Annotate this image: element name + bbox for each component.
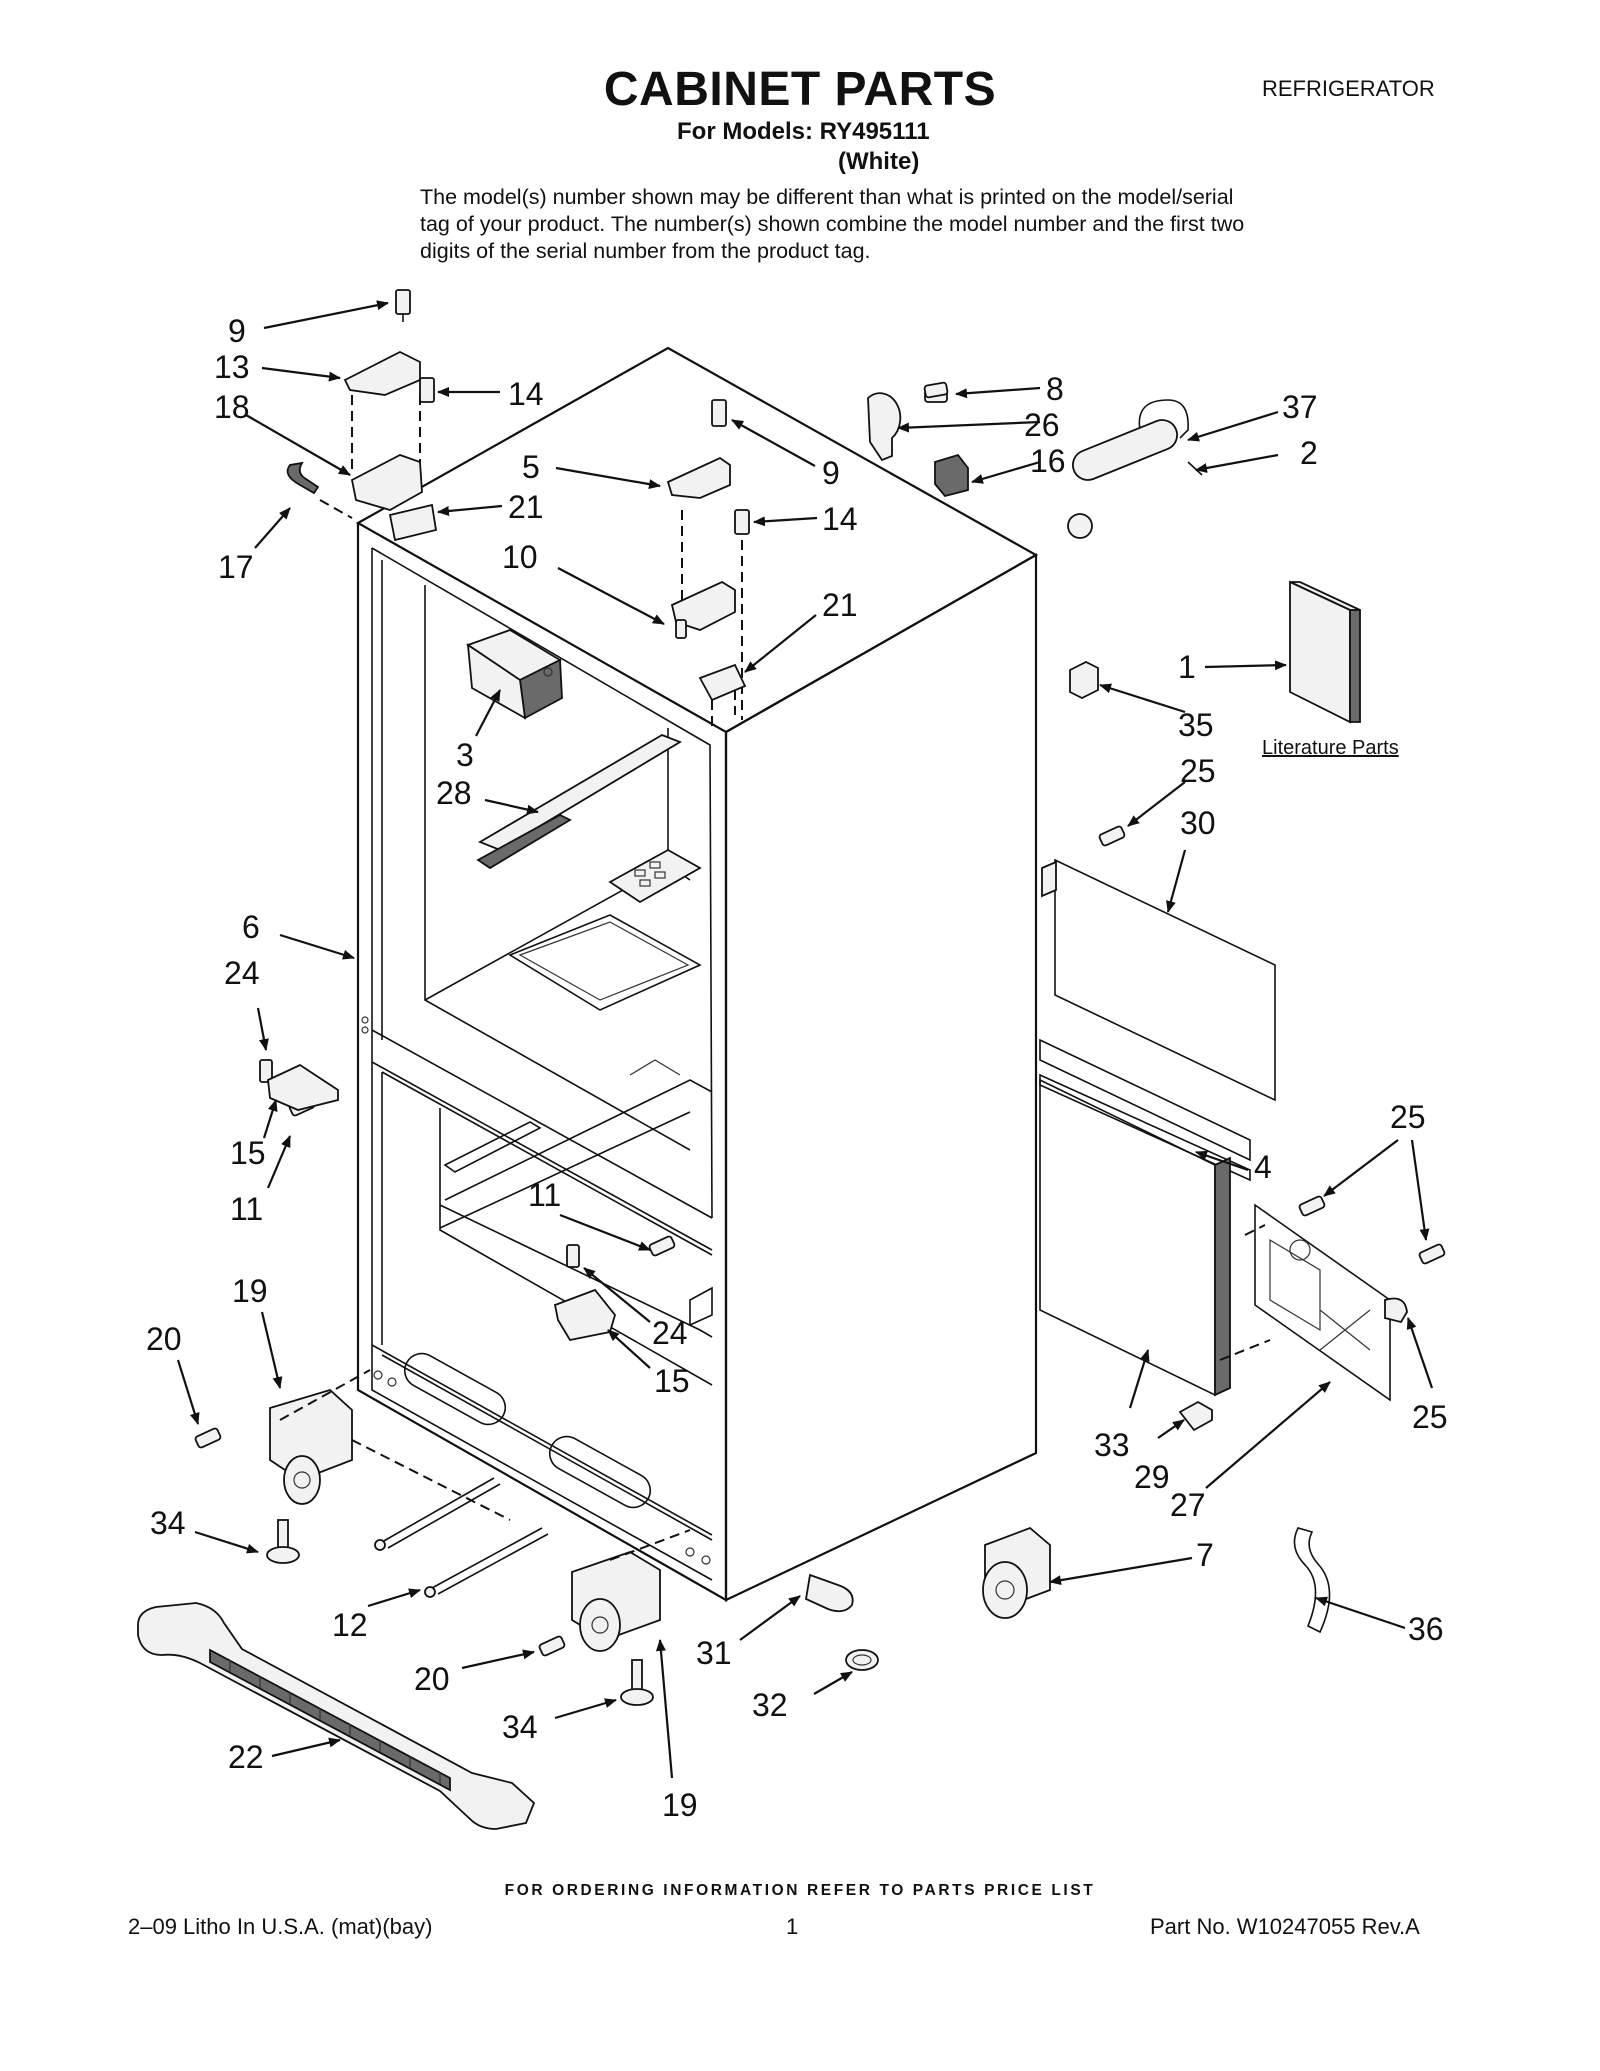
callout-19: 19 xyxy=(232,1273,268,1309)
callout-17: 17 xyxy=(218,549,254,585)
cabinet-body xyxy=(355,346,1039,1602)
callout-18: 18 xyxy=(214,389,250,425)
color-line: (White) xyxy=(838,148,920,175)
callout-15: 15 xyxy=(654,1363,690,1399)
callout-33: 33 xyxy=(1094,1427,1130,1463)
base-grille xyxy=(137,1602,536,1830)
leader-arrows xyxy=(176,300,1434,1779)
litho-info: 2–09 Litho In U.S.A. (mat)(bay) xyxy=(128,1914,433,1939)
callout-14: 14 xyxy=(508,376,544,412)
callout-3: 3 xyxy=(456,737,474,773)
callout-5: 5 xyxy=(522,449,540,485)
clip-35 xyxy=(1069,660,1099,700)
callout-7: 7 xyxy=(1196,1537,1214,1573)
callout-13: 13 xyxy=(214,349,250,385)
literature-booklet xyxy=(1289,580,1361,724)
clamp-grommet-tube xyxy=(804,1527,1331,1671)
callout-26: 26 xyxy=(1024,407,1060,443)
callout-21: 21 xyxy=(508,489,544,525)
callout-15: 15 xyxy=(230,1135,266,1171)
callout-22: 22 xyxy=(228,1739,264,1775)
top-right-fittings xyxy=(867,389,1203,539)
callout-34: 34 xyxy=(502,1709,538,1745)
rear-panels xyxy=(1039,858,1408,1432)
callout-9: 9 xyxy=(822,455,840,491)
callout-24: 24 xyxy=(652,1315,688,1351)
callout-29: 29 xyxy=(1134,1459,1170,1495)
callout-16: 16 xyxy=(1030,443,1066,479)
air-duct xyxy=(466,629,563,720)
left-top-hinge xyxy=(286,289,438,542)
leveling-brackets xyxy=(267,1063,616,1342)
ordering-info: FOR ORDERING INFORMATION REFER TO PARTS … xyxy=(504,1882,1096,1899)
callout-25: 25 xyxy=(1180,753,1216,789)
callout-12: 12 xyxy=(332,1607,368,1643)
callout-10: 10 xyxy=(502,539,538,575)
callout-19: 19 xyxy=(662,1787,698,1823)
crisper-cover xyxy=(608,848,702,904)
callout-28: 28 xyxy=(436,775,472,811)
callout-1: 1 xyxy=(1178,649,1196,685)
callout-4: 4 xyxy=(1254,1149,1272,1185)
callout-20: 20 xyxy=(414,1661,450,1697)
category-label: REFRIGERATOR xyxy=(1262,76,1435,101)
page-title: CABINET PARTS xyxy=(603,63,997,116)
casters xyxy=(269,1388,1051,1652)
assembly-dashes xyxy=(279,1224,1271,1561)
callout-34: 34 xyxy=(150,1505,186,1541)
callout-8: 8 xyxy=(1046,371,1064,407)
literature-parts-caption: Literature Parts xyxy=(1262,737,1399,759)
callout-27: 27 xyxy=(1170,1487,1206,1523)
callout-31: 31 xyxy=(696,1635,732,1671)
callout-36: 36 xyxy=(1408,1611,1444,1647)
callout-30: 30 xyxy=(1180,805,1216,841)
callout-25: 25 xyxy=(1390,1099,1426,1135)
callout-labels: 9 13 14 18 21 17 5 9 14 10 21 8 26 16 37… xyxy=(146,313,1448,1823)
shelf-rail xyxy=(476,734,683,870)
screws xyxy=(194,381,1446,1657)
callout-6: 6 xyxy=(242,909,260,945)
callout-23: 25 xyxy=(1412,1399,1448,1435)
callout-35: 35 xyxy=(1178,707,1214,743)
callout-11: 11 xyxy=(230,1191,263,1227)
callout-24: 24 xyxy=(224,955,260,991)
center-hinge xyxy=(666,399,750,730)
callout-21: 21 xyxy=(822,587,858,623)
callout-32: 32 xyxy=(752,1687,788,1723)
callout-14: 14 xyxy=(822,501,858,537)
callout-11: 11 xyxy=(528,1177,561,1213)
leveling-feet xyxy=(266,1519,654,1706)
callout-9: 9 xyxy=(228,313,246,349)
model-note: The model(s) number shown may be differe… xyxy=(420,185,1245,263)
models-line: For Models: RY495111 xyxy=(677,118,930,145)
part-number: Part No. W10247055 Rev.A xyxy=(1150,1914,1420,1939)
page-number: 1 xyxy=(786,1914,799,1939)
callout-2: 2 xyxy=(1300,435,1318,471)
callout-20: 20 xyxy=(146,1321,182,1357)
callout-37: 37 xyxy=(1282,389,1318,425)
tie-rods xyxy=(374,1477,549,1598)
